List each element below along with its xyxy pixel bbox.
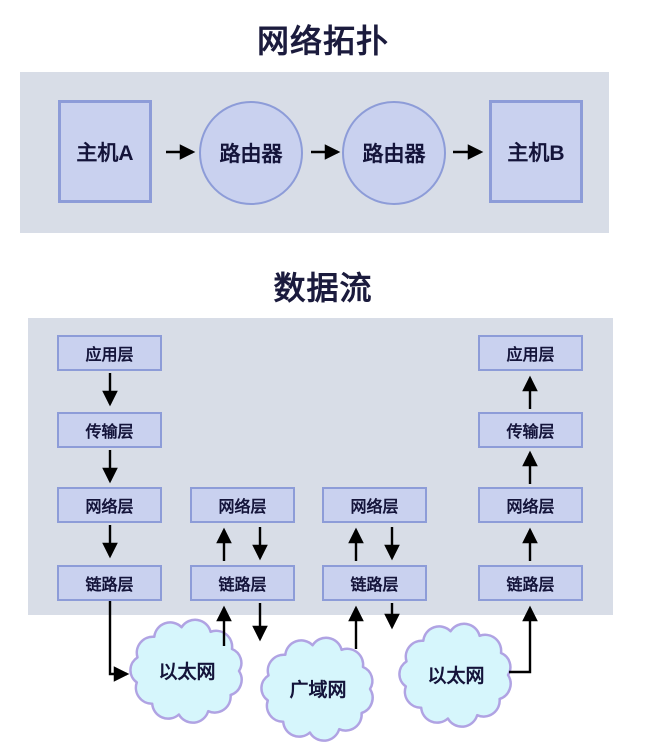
hosta-transport-layer-box: 传输层 (57, 412, 162, 448)
layer-label: 网络层 (85, 499, 134, 516)
layer-label: 传输层 (85, 424, 134, 441)
hosta-application-layer-box: 应用层 (57, 335, 162, 371)
layer-label: 网络层 (506, 499, 555, 516)
layer-label: 链路层 (85, 577, 134, 594)
layer-label: 网络层 (218, 499, 267, 516)
router2-network-layer-box: 网络层 (322, 487, 427, 523)
cloud-ethernet-right: 以太网 (398, 622, 512, 728)
router-2-node: 路由器 (342, 101, 446, 205)
cloud-ethernet-right-label: 以太网 (427, 664, 484, 687)
router2-link-layer-box: 链路层 (322, 565, 427, 601)
host-b-label: 主机B (507, 141, 565, 165)
topology-title: 网络拓扑 (256, 23, 389, 59)
hostb-link-layer-box: 链路层 (478, 565, 583, 601)
host-b-node: 主机B (489, 100, 583, 203)
layer-label: 链路层 (218, 577, 267, 594)
cloud-ethernet-left-label: 以太网 (158, 660, 215, 683)
layer-label: 链路层 (506, 577, 555, 594)
dataflow-title: 数据流 (273, 270, 373, 306)
layer-label: 网络层 (350, 499, 399, 516)
elbow-arrow-from-ethernet-right (509, 605, 538, 674)
layer-label: 应用层 (85, 347, 134, 364)
host-a-label: 主机A (76, 141, 134, 165)
host-a-node: 主机A (58, 100, 152, 203)
hostb-application-layer-box: 应用层 (478, 335, 583, 371)
router-2-label: 路由器 (362, 143, 426, 166)
router-1-label: 路由器 (219, 143, 283, 166)
router1-network-layer-box: 网络层 (190, 487, 295, 523)
hostb-transport-layer-box: 传输层 (478, 412, 583, 448)
layer-label: 链路层 (350, 577, 399, 594)
router-1-node: 路由器 (199, 101, 303, 205)
cloud-wan-label: 广域网 (289, 678, 346, 701)
hosta-network-layer-box: 网络层 (57, 487, 162, 523)
cloud-wan: 广域网 (260, 636, 374, 742)
router1-link-layer-box: 链路层 (190, 565, 295, 601)
layer-label: 应用层 (506, 347, 555, 364)
hostb-network-layer-box: 网络层 (478, 487, 583, 523)
layer-label: 传输层 (506, 424, 555, 441)
hosta-link-layer-box: 链路层 (57, 565, 162, 601)
cloud-ethernet-left: 以太网 (129, 618, 243, 724)
